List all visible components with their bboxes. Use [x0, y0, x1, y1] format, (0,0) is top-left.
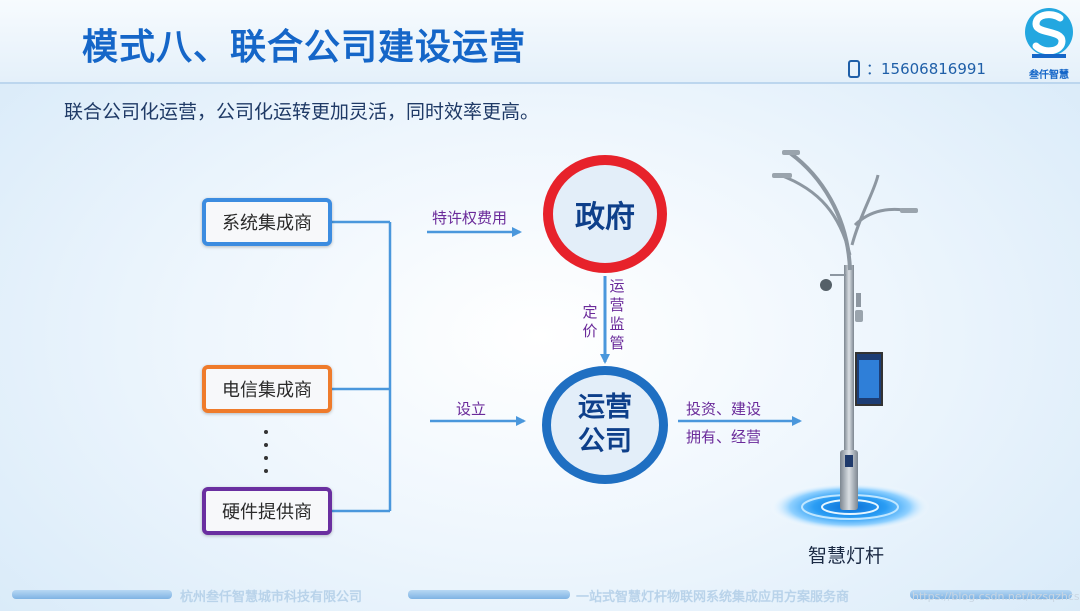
- phone-icon: [848, 59, 860, 78]
- ellipsis-dots: [264, 430, 268, 482]
- smart-lamp-illustration: [770, 150, 930, 531]
- source-system-integrator: 系统集成商: [202, 198, 332, 246]
- arm-left: [788, 151, 852, 271]
- operator-line2: 公司: [578, 426, 632, 457]
- operator-line1: 运营: [578, 392, 632, 423]
- footer-company: 杭州叁仟智慧城市科技有限公司: [180, 590, 363, 605]
- logo-icon: [1025, 8, 1073, 58]
- logo-text: 叁仟智慧: [1029, 70, 1069, 81]
- arm-right: [850, 174, 880, 246]
- operator-node: 运营 公司: [542, 366, 668, 484]
- camera-icon: [820, 279, 832, 291]
- label-supervision: 运营监管: [609, 277, 625, 352]
- bracket-lines: [332, 220, 392, 513]
- subtitle: 联合公司化运营，公司化运转更加灵活，同时效率更高。: [64, 101, 540, 123]
- pole-shaft: [844, 265, 854, 510]
- footer-bar-left: [12, 590, 172, 599]
- label-invest: 投资、建设: [686, 400, 762, 418]
- label-pricing: 定价: [582, 303, 598, 340]
- label-setup: 设立: [456, 400, 487, 418]
- phone-number: ：15606816991: [848, 58, 986, 79]
- source-hardware-provider: 硬件提供商: [202, 487, 332, 535]
- lamp-caption: 智慧灯杆: [808, 545, 885, 567]
- company-logo: 叁仟智慧: [1022, 4, 1076, 81]
- source-telecom-integrator: 电信集成商: [202, 365, 332, 413]
- footer-bar-right: [910, 590, 1072, 599]
- phone-label: ：15606816991: [866, 60, 986, 78]
- watermark: https://blog.csdn.net/hzsqzhcs: [912, 590, 1080, 603]
- footer-bar: 杭州叁仟智慧城市科技有限公司 一站式智慧灯杆物联网系统集成应用方案服务商: [0, 585, 1080, 605]
- header-bar: 模式八、联合公司建设运营 ：15606816991 叁仟智慧: [0, 0, 1080, 84]
- label-franchise-fee: 特许权费用: [432, 209, 508, 227]
- page-title: 模式八、联合公司建设运营: [82, 27, 527, 68]
- footer-slogan: 一站式智慧灯杆物联网系统集成应用方案服务商: [576, 590, 850, 605]
- government-node: 政府: [543, 155, 667, 273]
- footer-bar-middle: [408, 590, 570, 599]
- label-own: 拥有、经营: [686, 428, 762, 446]
- pole-base: [840, 450, 858, 510]
